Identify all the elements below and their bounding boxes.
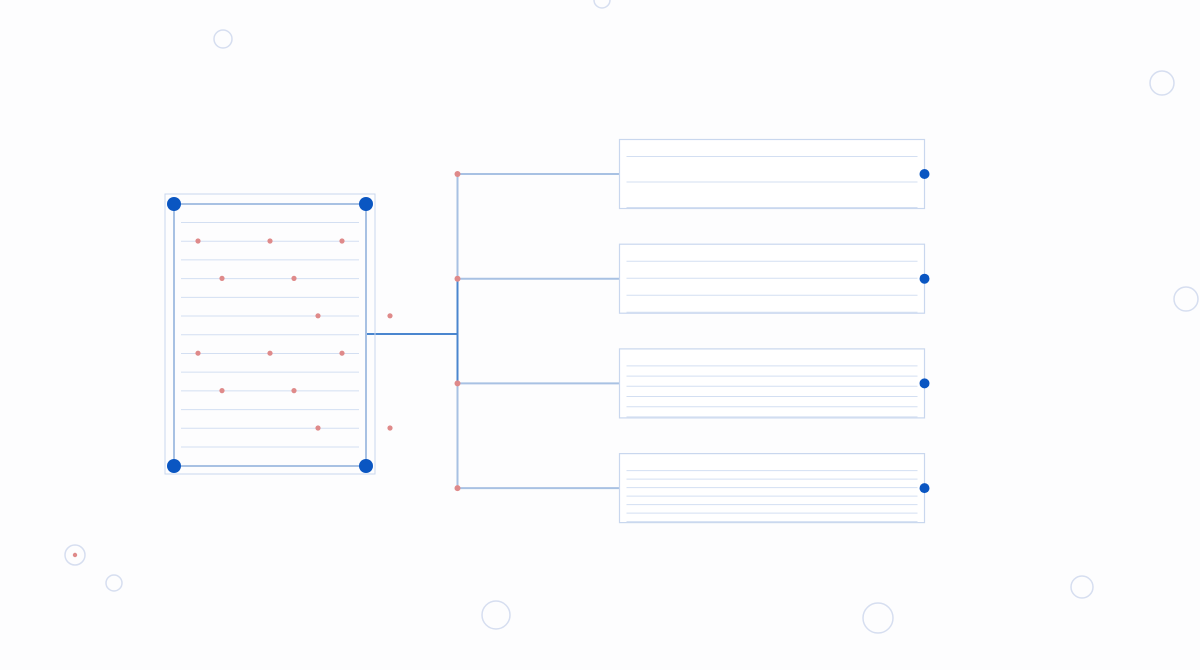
background-bubble (593, 0, 611, 9)
output-document (618, 243, 930, 314)
output-documents (618, 138, 930, 524)
background-bubbles (64, 0, 1199, 634)
source-inner-frame (173, 203, 367, 467)
source-marker-dot (267, 238, 273, 244)
background-bubble (1173, 286, 1199, 312)
output-end-node (919, 273, 930, 284)
source-marker-dot (195, 350, 201, 356)
source-marker-dot (267, 350, 273, 356)
branch-junction-dot (454, 275, 461, 282)
source-marker-dot (291, 388, 297, 394)
output-end-node (919, 378, 930, 389)
source-document (164, 193, 393, 475)
source-marker-dot (219, 388, 225, 394)
source-marker-dot (339, 350, 345, 356)
source-marker-dot (195, 238, 201, 244)
background-bubble (105, 574, 123, 592)
corner-handle (167, 459, 181, 473)
branch-junction-dot (454, 380, 461, 387)
source-marker-dot (387, 425, 393, 431)
background-bubble (1149, 70, 1175, 96)
background-bubble (862, 602, 894, 634)
source-marker-dot (315, 425, 321, 431)
corner-handle (167, 197, 181, 211)
output-document-frame (618, 348, 926, 419)
corner-handle (359, 459, 373, 473)
output-document-frame (618, 138, 926, 210)
connector-tree (366, 171, 619, 492)
corner-handle (359, 197, 373, 211)
source-outer-frame (164, 193, 376, 475)
source-marker-dot (339, 238, 345, 244)
bubble-center-dot (72, 552, 78, 558)
output-document (618, 453, 930, 524)
source-marker-dot (291, 275, 297, 281)
output-document (618, 138, 930, 210)
background-bubble (481, 600, 511, 630)
source-marker-dot (219, 275, 225, 281)
source-marker-dot (387, 313, 393, 319)
background-bubble (64, 544, 86, 566)
source-marker-dot (315, 313, 321, 319)
branch-junction-dot (454, 485, 461, 492)
branch-junction-dot (454, 171, 461, 177)
output-end-node (919, 169, 930, 179)
output-document (618, 348, 930, 419)
background-bubble (1070, 575, 1094, 599)
output-end-node (919, 483, 930, 494)
background-bubble (213, 29, 233, 49)
